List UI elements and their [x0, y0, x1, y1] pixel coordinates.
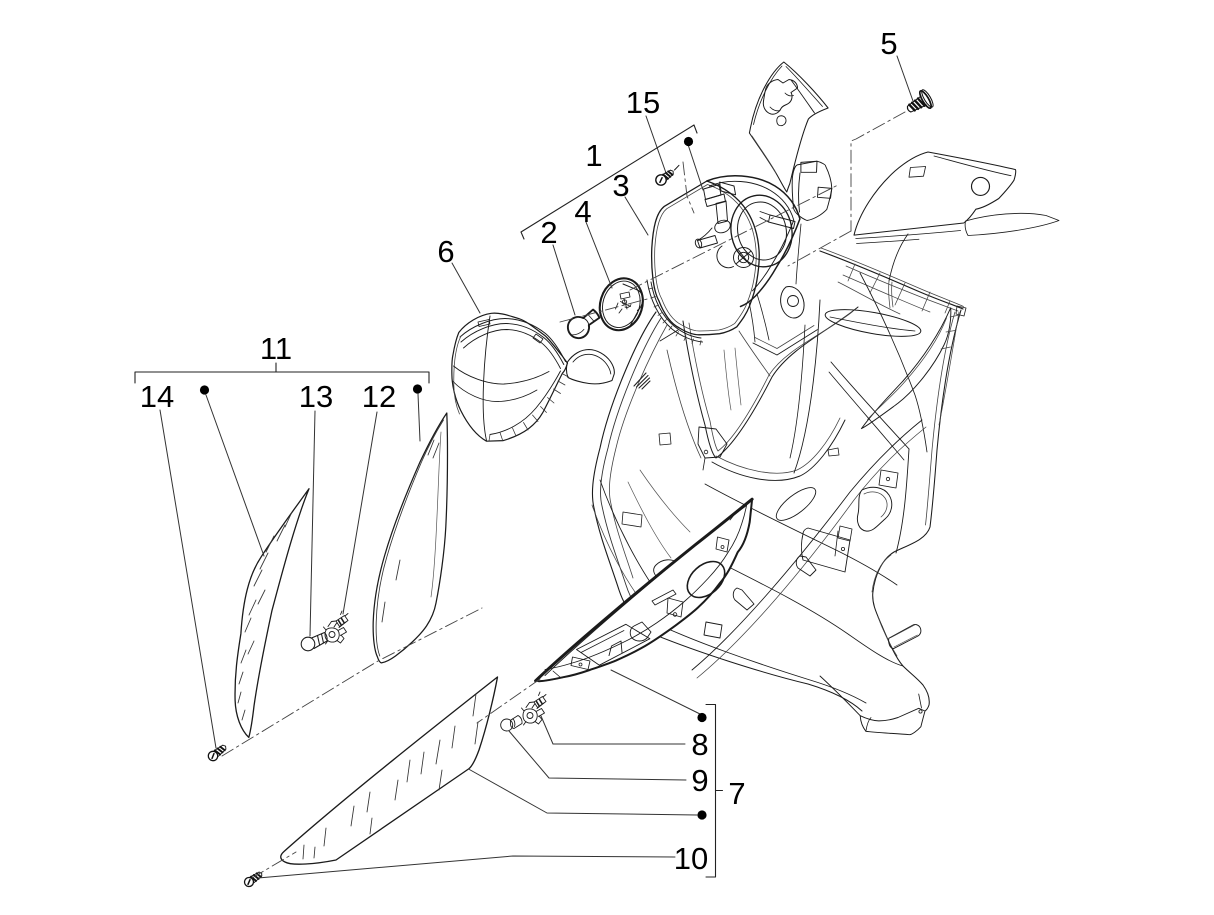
svg-text:4: 4: [574, 194, 591, 229]
svg-text:2: 2: [540, 215, 557, 250]
svg-text:15: 15: [626, 85, 660, 120]
svg-text:12: 12: [362, 379, 396, 414]
svg-text:7: 7: [728, 776, 745, 811]
svg-text:5: 5: [880, 26, 897, 61]
svg-text:13: 13: [299, 379, 333, 414]
svg-text:14: 14: [140, 379, 174, 414]
svg-text:8: 8: [691, 727, 708, 762]
svg-text:6: 6: [437, 234, 454, 269]
svg-text:9: 9: [691, 763, 708, 798]
svg-text:11: 11: [260, 331, 292, 366]
svg-text:1: 1: [585, 138, 602, 173]
svg-text:10: 10: [674, 841, 708, 876]
svg-text:3: 3: [612, 168, 629, 203]
